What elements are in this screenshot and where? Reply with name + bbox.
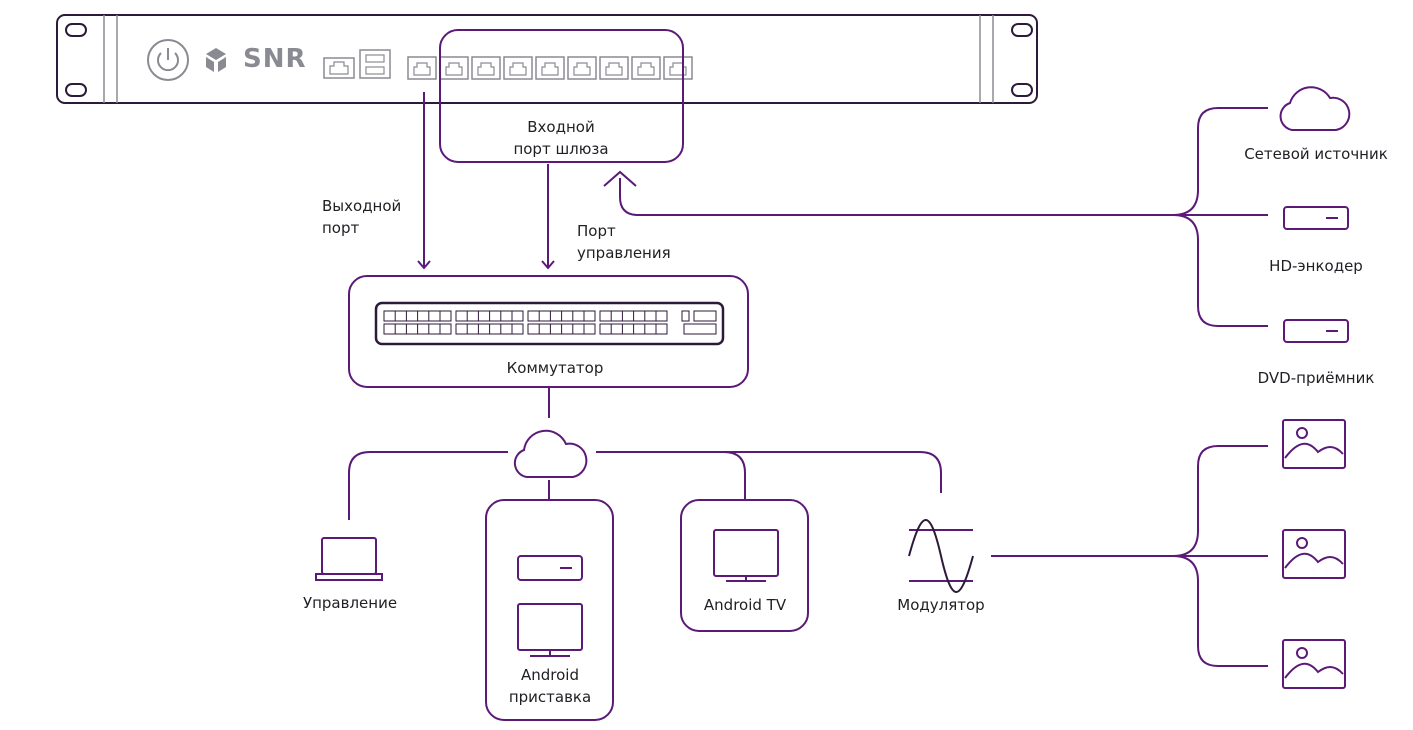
android-tv-label: Android TV — [703, 596, 787, 614]
monitor-icon — [517, 603, 583, 657]
output-port-label: Выходной порт — [322, 197, 402, 237]
switch-label: Коммутатор — [506, 359, 604, 377]
laptop-icon — [315, 537, 383, 581]
switch-port-group — [383, 323, 452, 335]
ethernet-port-icon — [535, 56, 565, 80]
source-label-dvd-receiver: DVD-приёмник — [1257, 369, 1375, 387]
tv-icon — [713, 529, 779, 582]
cloud-icon — [1279, 86, 1351, 131]
set-top-box-icon — [517, 555, 583, 581]
input-port-highlight — [439, 29, 684, 163]
switch-port-group — [527, 310, 596, 322]
tv-picture-icon — [1282, 529, 1346, 579]
tv-picture-icon — [1282, 639, 1346, 689]
ethernet-port-icon — [663, 56, 693, 80]
switch-port-group — [527, 323, 596, 335]
mgmt-port-label: Порт управления — [577, 222, 671, 262]
input-port-label: Входной порт шлюза — [513, 118, 609, 158]
android-box-label: Android приставка — [508, 666, 592, 706]
sources-branch — [1172, 107, 1268, 216]
console-ports — [323, 49, 391, 79]
ethernet-port-icon — [407, 56, 437, 80]
output-displays — [1282, 419, 1346, 689]
uplink-ports — [681, 310, 717, 335]
device-icon — [1283, 206, 1349, 230]
tv-picture-icon — [1282, 419, 1346, 469]
ethernet-port-icon — [439, 56, 469, 80]
switch-port-group — [599, 323, 668, 335]
ethernet-port-icon — [599, 56, 629, 80]
brand-name: SNR — [243, 44, 307, 74]
sources-input-line — [619, 178, 1173, 216]
ethernet-port-icon — [471, 56, 501, 80]
ethernet-port-icon — [631, 56, 661, 80]
switch-port-group — [599, 310, 668, 322]
source-label-hd-encoder: HD-энкодер — [1269, 257, 1363, 275]
snr-logo-icon — [206, 48, 226, 72]
switch-port-group — [383, 310, 452, 322]
gateway-ethernet-ports — [407, 56, 693, 80]
source-label-network: Сетевой источник — [1244, 145, 1388, 163]
switch-port-group — [455, 323, 524, 335]
modulator-icon — [908, 519, 974, 593]
modulator-label: Модулятор — [897, 596, 985, 614]
power-icon — [147, 39, 189, 81]
management-label: Управление — [302, 594, 398, 612]
switch-ports — [383, 310, 717, 335]
network-cloud-icon — [513, 429, 588, 478]
device-icon — [1283, 319, 1349, 343]
ethernet-port-icon — [503, 56, 533, 80]
switch-port-group — [455, 310, 524, 322]
ethernet-port-icon — [567, 56, 597, 80]
